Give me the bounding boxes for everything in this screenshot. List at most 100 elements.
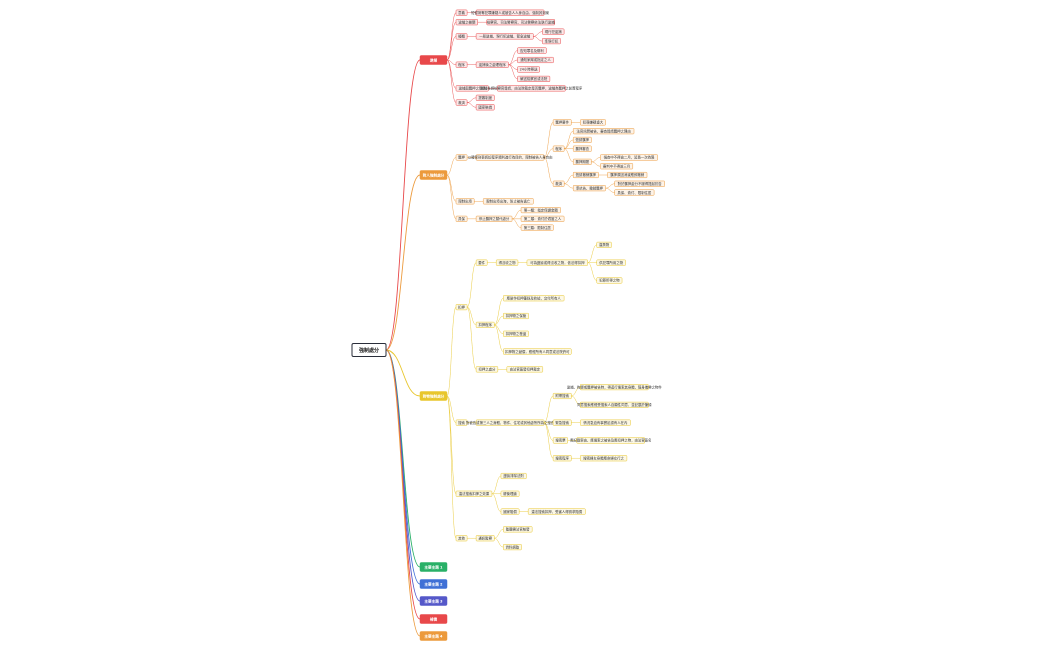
topic-node[interactable]: 法官訊問被告，審查聲請羈押之理由: [572, 128, 635, 135]
topic-node[interactable]: 第一類：指定保證金額: [520, 207, 561, 214]
topic-node[interactable]: 情況急迫有事實足認有人在內: [580, 419, 631, 426]
topic-node[interactable]: 扣押程序: [475, 321, 495, 328]
topic-node[interactable]: 資料調取: [503, 544, 522, 551]
topic-node[interactable]: 逮捕後之處理程序: [475, 61, 509, 68]
topic-node[interactable]: 羈押審查: [572, 145, 592, 152]
topic-node[interactable]: 搜索婦女身體應命婦女行之: [580, 455, 628, 462]
topic-node-label: 扣押物之變價，應經所有人同意或法院許可: [505, 349, 570, 354]
topic-node[interactable]: 犯罪所得之物: [596, 277, 623, 284]
mindmap-link: [385, 59, 421, 351]
topic-node[interactable]: 解送檢察官或法院: [517, 75, 551, 82]
topic-node[interactable]: 程序: [455, 61, 468, 68]
branch-node[interactable]: 補償: [419, 614, 448, 624]
root-node[interactable]: 強制處分: [351, 343, 387, 357]
topic-node[interactable]: 限制出境出海，防止被告逃亡: [482, 198, 534, 205]
topic-node[interactable]: 聲請撤銷羈押: [572, 171, 599, 179]
topic-node[interactable]: 準現行犯: [542, 38, 561, 45]
topic-node[interactable]: 羈押: [455, 154, 468, 161]
topic-node[interactable]: 停止羈押之替代處分: [475, 215, 513, 222]
topic-node[interactable]: 救濟: [455, 99, 468, 106]
topic-node[interactable]: 緊急搜索: [552, 419, 572, 426]
topic-node[interactable]: 通訊監察: [475, 535, 495, 542]
branch-node[interactable]: 對物強制處分: [419, 391, 448, 401]
topic-node[interactable]: 短暫剝奪犯罪嫌疑人或被告人人身自由，強制其到案: [471, 9, 550, 16]
topic-node[interactable]: 扣押物之發還: [503, 330, 529, 337]
topic-node[interactable]: 其他: [455, 535, 468, 542]
topic-node[interactable]: 救濟: [552, 180, 565, 187]
topic-node[interactable]: 證據排除法則: [500, 472, 527, 480]
topic-node[interactable]: 羈押原因消滅應即撤銷: [607, 171, 648, 179]
branch-node[interactable]: 對人強制處分: [419, 170, 448, 180]
topic-node[interactable]: 具保、責付、限制住居: [614, 189, 655, 196]
topic-node[interactable]: 權衡理論: [500, 490, 520, 497]
topic-node[interactable]: 違法搜索扣押，受害人得請求賠償: [527, 508, 586, 515]
topic-node[interactable]: 提審制度: [475, 94, 495, 101]
topic-node[interactable]: 對被告或第三人之身體、物件、住宅或其他處所所為之搜查: [466, 419, 555, 426]
topic-node[interactable]: 逮捕、拘提或羈押被告時，得逕行搜索其身體、隨身攜帶之物件: [567, 384, 663, 391]
topic-node[interactable]: 由法官簽發扣押裁定: [506, 366, 544, 373]
topic-node[interactable]: 羈押期間: [572, 158, 592, 165]
topic-node[interactable]: 對於羈押處分不服得提起抗告: [614, 180, 665, 187]
topic-node[interactable]: 第二類：責付於適當之人: [520, 215, 565, 222]
topic-node[interactable]: 得沒收之物: [495, 259, 519, 266]
branch-node[interactable]: 主要主題 1: [419, 562, 448, 572]
topic-node[interactable]: 供犯罪所用之物: [596, 259, 626, 266]
topic-node-label: 要件: [478, 260, 485, 265]
topic-node[interactable]: 扣押之處分: [475, 366, 499, 373]
topic-node[interactable]: 犯罪嫌疑重大: [580, 119, 606, 126]
topic-node[interactable]: 國家賠償: [500, 508, 520, 515]
topic-node[interactable]: 監聽需法官核發: [503, 526, 533, 533]
topic-node-box: [506, 366, 544, 373]
topic-node-box: [572, 185, 606, 192]
branch-node[interactable]: 主要主題 3: [419, 596, 448, 606]
topic-node[interactable]: 扣押: [455, 304, 468, 311]
topic-node[interactable]: 審判中不得逾三月: [600, 163, 634, 170]
topic-node[interactable]: 搜索程序: [552, 455, 572, 462]
topic-node[interactable]: 國家賠償: [475, 104, 495, 111]
topic-node[interactable]: 同意搜索應經受搜索人自願性同意，並記載於筆錄: [577, 401, 652, 408]
topic-node-label: 犯罪嫌疑重大: [583, 120, 604, 125]
topic-node-label: 扣押物之保管: [506, 313, 527, 318]
topic-node[interactable]: 聲請羈押: [572, 136, 592, 143]
topic-node[interactable]: 以確保刑事訴訟程序順利進行為目的，限制被告人身自由: [468, 154, 553, 161]
topic-node[interactable]: 違法搜索扣押之效果: [455, 490, 493, 497]
topic-node[interactable]: 意義: [455, 9, 468, 16]
branch-node[interactable]: 逮捕: [419, 55, 448, 65]
root-node-box: [351, 343, 387, 357]
topic-node[interactable]: 違禁物: [596, 241, 612, 248]
topic-node[interactable]: 第三類：限制住居: [520, 224, 554, 231]
topic-node[interactable]: 24小時移送: [517, 66, 540, 73]
branch-node[interactable]: 主要主題 2: [419, 579, 448, 589]
topic-node[interactable]: 告知罪名及權利: [517, 47, 547, 54]
topic-node[interactable]: 應製作扣押筆錄及收據，交付所有人: [503, 295, 565, 302]
topic-node[interactable]: 現行犯逮捕: [542, 28, 565, 35]
topic-node-box: [527, 508, 586, 515]
topic-node[interactable]: 種類: [455, 33, 468, 40]
topic-node[interactable]: 偵查中不得逾二月，延長一次為限: [600, 154, 658, 161]
topic-node[interactable]: 搜索: [455, 419, 468, 426]
topic-node[interactable]: 通知家屬或指定之人: [517, 56, 554, 64]
topic-node[interactable]: 一般逮捕、現行犯逮捕、緊急逮捕: [475, 33, 534, 40]
topic-node-label: 得沒收之物: [499, 260, 517, 265]
topic-node[interactable]: 具保: [455, 215, 468, 222]
topic-node[interactable]: 檢察官、司法警察官、司法警察依法執行逮捕: [486, 19, 556, 26]
topic-node[interactable]: 扣押物之變價，應經所有人同意或法院許可: [503, 348, 572, 355]
topic-node[interactable]: 羈押要件: [552, 119, 572, 126]
topic-node[interactable]: 程序: [552, 145, 565, 152]
topic-node[interactable]: 應記載案由、應搜索之被告及應扣押之物，由法官簽名: [570, 437, 651, 444]
topic-node[interactable]: 可為證據或得沒收之物，依法得扣押: [526, 259, 589, 266]
topic-node[interactable]: 逮捕與羈押之關係: [455, 85, 489, 92]
topic-node[interactable]: 附帶搜索: [552, 392, 572, 400]
topic-node[interactable]: 搜索票: [552, 437, 568, 444]
topic-node[interactable]: 要件: [475, 259, 488, 266]
topic-node[interactable]: 準抗告、撤銷羈押: [572, 185, 606, 192]
topic-node[interactable]: 逮捕之機關: [455, 19, 478, 26]
topic-node-box: [552, 437, 568, 444]
mindmap-link: [446, 395, 457, 423]
topic-node-box: [475, 33, 534, 40]
topic-node[interactable]: 逮捕後經檢察官聲請，由法院裁定是否羈押，逮捕為羈押之前置程序: [481, 85, 583, 92]
topic-node[interactable]: 限制出境: [455, 198, 475, 205]
branch-node[interactable]: 主要主題 4: [419, 631, 448, 641]
topic-node[interactable]: 扣押物之保管: [503, 312, 529, 320]
topic-node-box: [580, 455, 628, 462]
